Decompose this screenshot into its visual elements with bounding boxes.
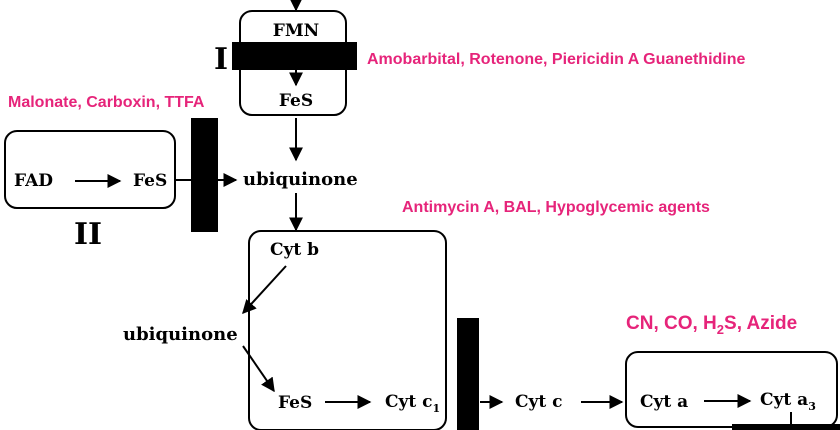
complex-iii-inhibition-block: [457, 318, 479, 430]
complex-iv-inhibitors: CN, CO, H2S, Azide: [626, 313, 797, 337]
arrow-cyt-b-to-ubiquinone: [242, 265, 287, 315]
complex-ii-box: [4, 130, 176, 209]
complex-iii: Cyt b ubiquinone FeS Cyt c1: [123, 230, 447, 430]
cyt-c1-subscript: 1: [433, 402, 441, 415]
cyt-c1-node: Cyt c1: [385, 392, 440, 415]
complex-iv-inhibition-block: [732, 424, 840, 430]
complex-iii-box: [248, 230, 447, 430]
cyt-a3-subscript: 3: [808, 400, 816, 413]
complex-i: FMN FeS I: [214, 0, 357, 116]
fmn-node: FMN: [273, 21, 319, 41]
complex-i-inhibition-block: [232, 42, 357, 70]
complex-iv-inhibitors-part1: CN, CO, H: [626, 313, 717, 334]
complex-ii: FAD FeS II: [4, 130, 176, 252]
arrow-ubiquinone-to-fes: [242, 345, 275, 393]
complex-i-roman-label: I: [214, 42, 228, 77]
ubiquinone-node: ubiquinone: [243, 169, 358, 190]
cyt-b-node: Cyt b: [270, 240, 319, 260]
complex-iii-inhibitors: Antimycin A, BAL, Hypoglycemic agents: [402, 199, 710, 216]
fes-node-complex-i: FeS: [279, 91, 313, 111]
complex-iv-box: [625, 351, 838, 428]
cyt-a-node: Cyt a: [640, 392, 688, 412]
complex-i-inhibitors: Amobarbital, Rotenone, Piericidin A Guan…: [367, 51, 746, 68]
ubiquinone-cycle-node: ubiquinone: [123, 324, 238, 345]
complex-iv-inhibitors-subscript: 2: [717, 322, 724, 337]
cyt-c1-label: Cyt c: [385, 392, 433, 412]
cyt-a3-node: Cyt a3: [760, 390, 816, 413]
cyt-a3-label: Cyt a: [760, 390, 808, 410]
cyt-c-node: Cyt c: [515, 392, 563, 412]
complex-ii-inhibition-block: [191, 118, 218, 232]
complex-iv-inhibitors-part2: S, Azide: [724, 313, 797, 334]
fes-node-complex-iii: FeS: [278, 393, 312, 413]
complex-ii-roman-label: II: [74, 217, 102, 252]
complex-ii-inhibitors: Malonate, Carboxin, TTFA: [8, 94, 205, 111]
fes-node-complex-ii: FeS: [133, 171, 167, 191]
fad-node: FAD: [14, 171, 53, 191]
complex-iv: Cyt a Cyt a3: [625, 351, 838, 428]
